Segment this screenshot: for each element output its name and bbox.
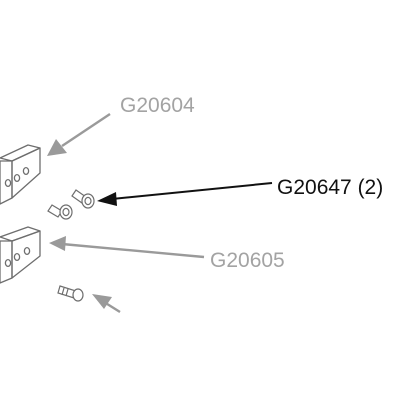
leader-g20604 — [47, 113, 111, 156]
callout-g20647: G20647 (2) — [277, 176, 384, 199]
leader-g20647 — [97, 182, 273, 206]
pin-screw — [57, 285, 84, 302]
callout-g20604: G20604 — [120, 94, 195, 117]
screw-lower — [47, 204, 73, 220]
screw-upper — [71, 189, 95, 209]
callout-g20605: G20605 — [210, 249, 285, 272]
leader-partial-bottom — [92, 294, 121, 314]
leader-g20605 — [49, 236, 205, 259]
upper-bracket-bar — [0, 144, 41, 205]
lower-bracket-bar — [0, 226, 41, 284]
